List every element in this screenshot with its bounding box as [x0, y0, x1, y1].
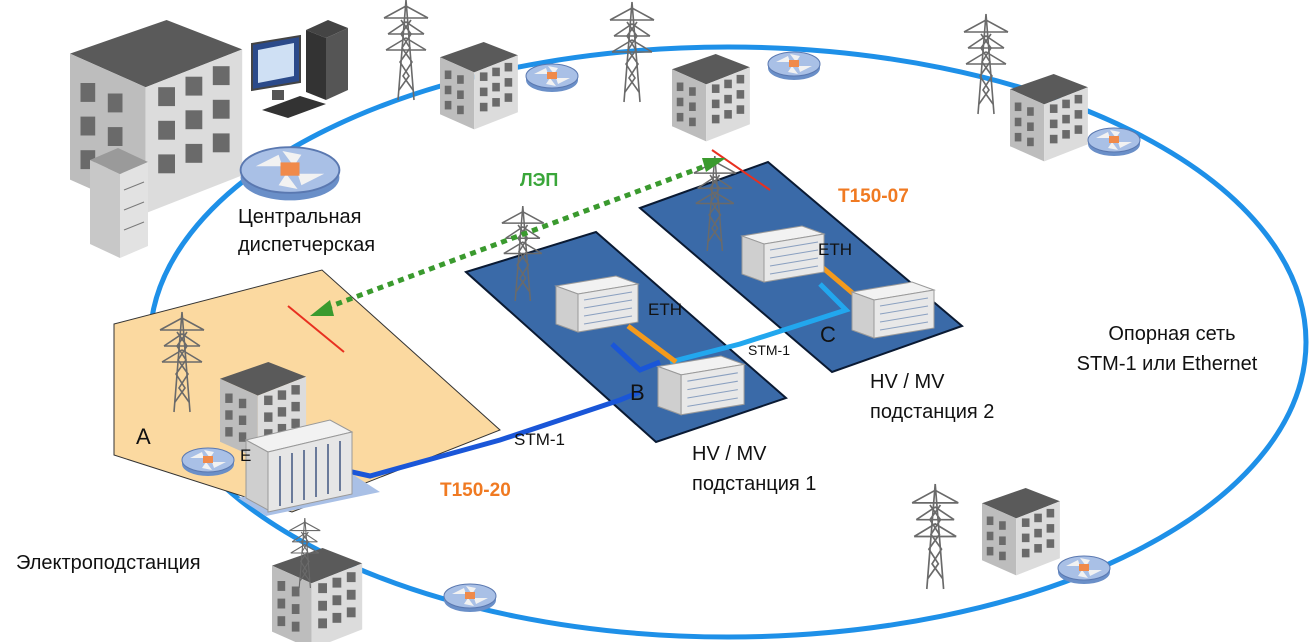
router-icon [239, 146, 341, 202]
building-icon [440, 42, 518, 130]
server-rack-icon [90, 148, 148, 258]
lep-arrow [325, 159, 717, 311]
red-mark-c [711, 149, 771, 191]
router-icon [767, 51, 821, 81]
stm1-link-a-b [351, 389, 641, 479]
stm1-link-b-local [610, 342, 661, 373]
t150-20-rack [238, 419, 380, 516]
pylon-icon [911, 483, 960, 590]
eth-link-b [626, 324, 678, 364]
substation-2-label-line1: HV / MV [870, 371, 945, 393]
building-icon [272, 548, 363, 642]
router-icon [1087, 127, 1141, 157]
pylon-icon [609, 1, 655, 103]
letter-a: A [136, 424, 151, 449]
red-mark-a [287, 305, 345, 353]
t150-20-label: T150-20 [440, 480, 511, 501]
equipment-rack-icon [657, 355, 745, 416]
central-dispatch-label-line1: Центральная [238, 206, 362, 228]
central-dispatch-label-line2: диспетчерская [238, 234, 376, 256]
pylon-icon [383, 0, 429, 101]
router-icon [1057, 555, 1111, 585]
equipment-rack-icon [741, 225, 825, 283]
building-icon [672, 54, 750, 142]
substation-2-label-line2: подстанция 2 [870, 401, 995, 423]
eth-label-c: ETH [818, 240, 852, 259]
equipment-rack-icon [851, 281, 935, 339]
router-icon [181, 447, 235, 477]
building-icon [1010, 74, 1088, 162]
lep-arrowhead-right [702, 158, 726, 172]
equipment-rack-icon [555, 275, 639, 333]
lep-label: ЛЭП [520, 170, 559, 190]
stm1-label-bc: STM-1 [748, 342, 790, 358]
eth-label-a: E [240, 446, 252, 465]
t150-07-label: T150-07 [838, 186, 909, 207]
lep-arrowhead-left [310, 300, 334, 316]
computer-icon [251, 20, 348, 118]
backbone-label-line1: Опорная сеть [1108, 323, 1236, 345]
building-icon [982, 488, 1060, 576]
stm1-label-ab: STM-1 [514, 430, 565, 449]
letter-c: C [820, 322, 836, 347]
eth-label-b: ETH [648, 300, 682, 319]
electro-substation-label: Электроподстанция [16, 552, 201, 574]
letter-b: B [630, 380, 645, 405]
pylon-icon [963, 13, 1009, 115]
substation-1-label-line1: HV / MV [692, 443, 767, 465]
substation-1-label-line2: подстанция 1 [692, 473, 817, 495]
stm1-link-b-c [669, 282, 851, 365]
router-icon [443, 583, 497, 613]
router-icon [525, 63, 579, 93]
backbone-label-line2: STM-1 или Ethernet [1076, 353, 1258, 375]
